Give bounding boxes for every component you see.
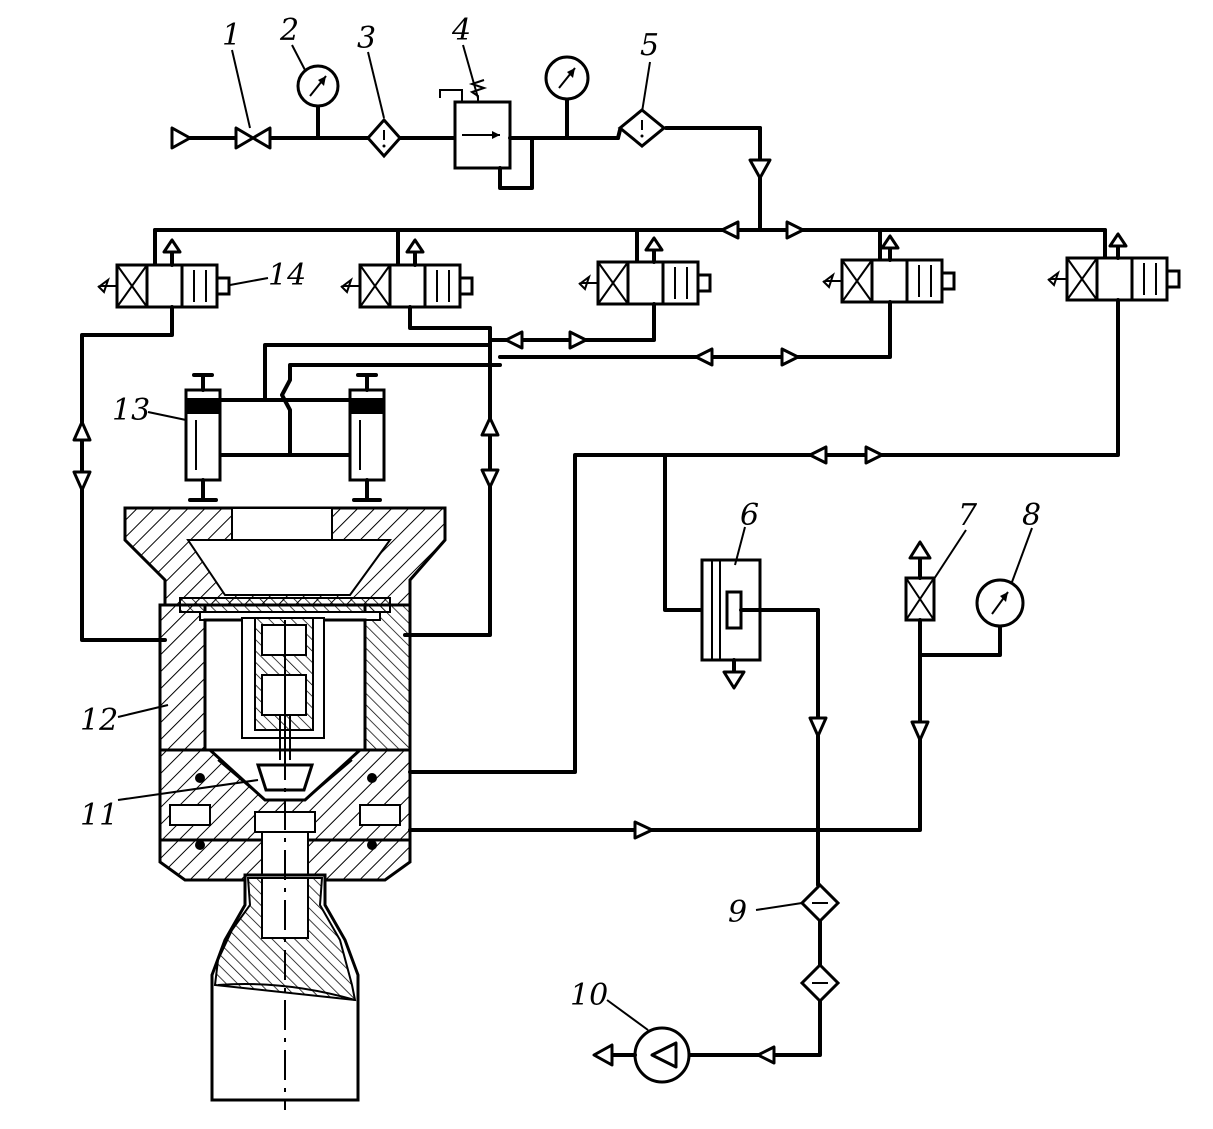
valve-output-lines	[72, 298, 1120, 774]
pressure-gauge-icon	[544, 55, 590, 140]
chamber-outlet-line	[408, 623, 1002, 840]
filter-3-icon	[365, 117, 403, 159]
label-9: 9	[728, 895, 747, 930]
pressure-gauge-8-icon	[975, 578, 1025, 628]
label-3: 3	[357, 21, 376, 56]
filter-5-icon	[616, 108, 667, 148]
pressure-gauge-2-icon	[296, 64, 340, 140]
exhaust-valve-icon	[904, 540, 936, 657]
label-10: 10	[570, 978, 608, 1013]
vacuum-pump-icon	[592, 1026, 691, 1084]
label-8: 8	[1022, 498, 1041, 533]
label-14: 14	[268, 258, 306, 293]
solenoid-valve-1	[97, 228, 231, 309]
flow-arrow-left	[720, 220, 740, 240]
solenoid-valve-4	[822, 228, 956, 304]
pneumatic-cylinder-right	[348, 373, 386, 502]
filling-chamber-body	[123, 506, 447, 882]
label-13: 13	[112, 393, 150, 428]
supply-inlet-arrow	[170, 126, 192, 150]
filter-icon	[688, 962, 841, 1065]
label-11: 11	[80, 798, 118, 833]
label-12: 12	[80, 703, 118, 738]
leader-lines	[117, 44, 1033, 1031]
solenoid-valve-2	[340, 228, 474, 309]
label-5: 5	[640, 28, 659, 63]
label-2: 2	[279, 13, 299, 48]
solenoid-valve-3	[578, 228, 712, 306]
filter-9-icon	[799, 882, 841, 967]
component-labels: 1 2 3 4 5 6 7 8 9 10 11 12 13 14	[80, 13, 1041, 1013]
label-1: 1	[222, 18, 241, 53]
flow-arrow-down	[748, 158, 772, 180]
flow-arrow-right	[785, 220, 805, 240]
label-4: 4	[451, 13, 471, 48]
pneumatic-cylinder-left	[184, 373, 222, 502]
vacuum-switch-6	[700, 558, 828, 887]
bottle	[210, 700, 360, 1110]
solenoid-valve-5	[1047, 228, 1181, 302]
label-7: 7	[958, 498, 978, 533]
shutoff-valve	[234, 126, 272, 150]
label-6: 6	[740, 498, 759, 533]
pressure-regulator-icon	[439, 79, 534, 190]
